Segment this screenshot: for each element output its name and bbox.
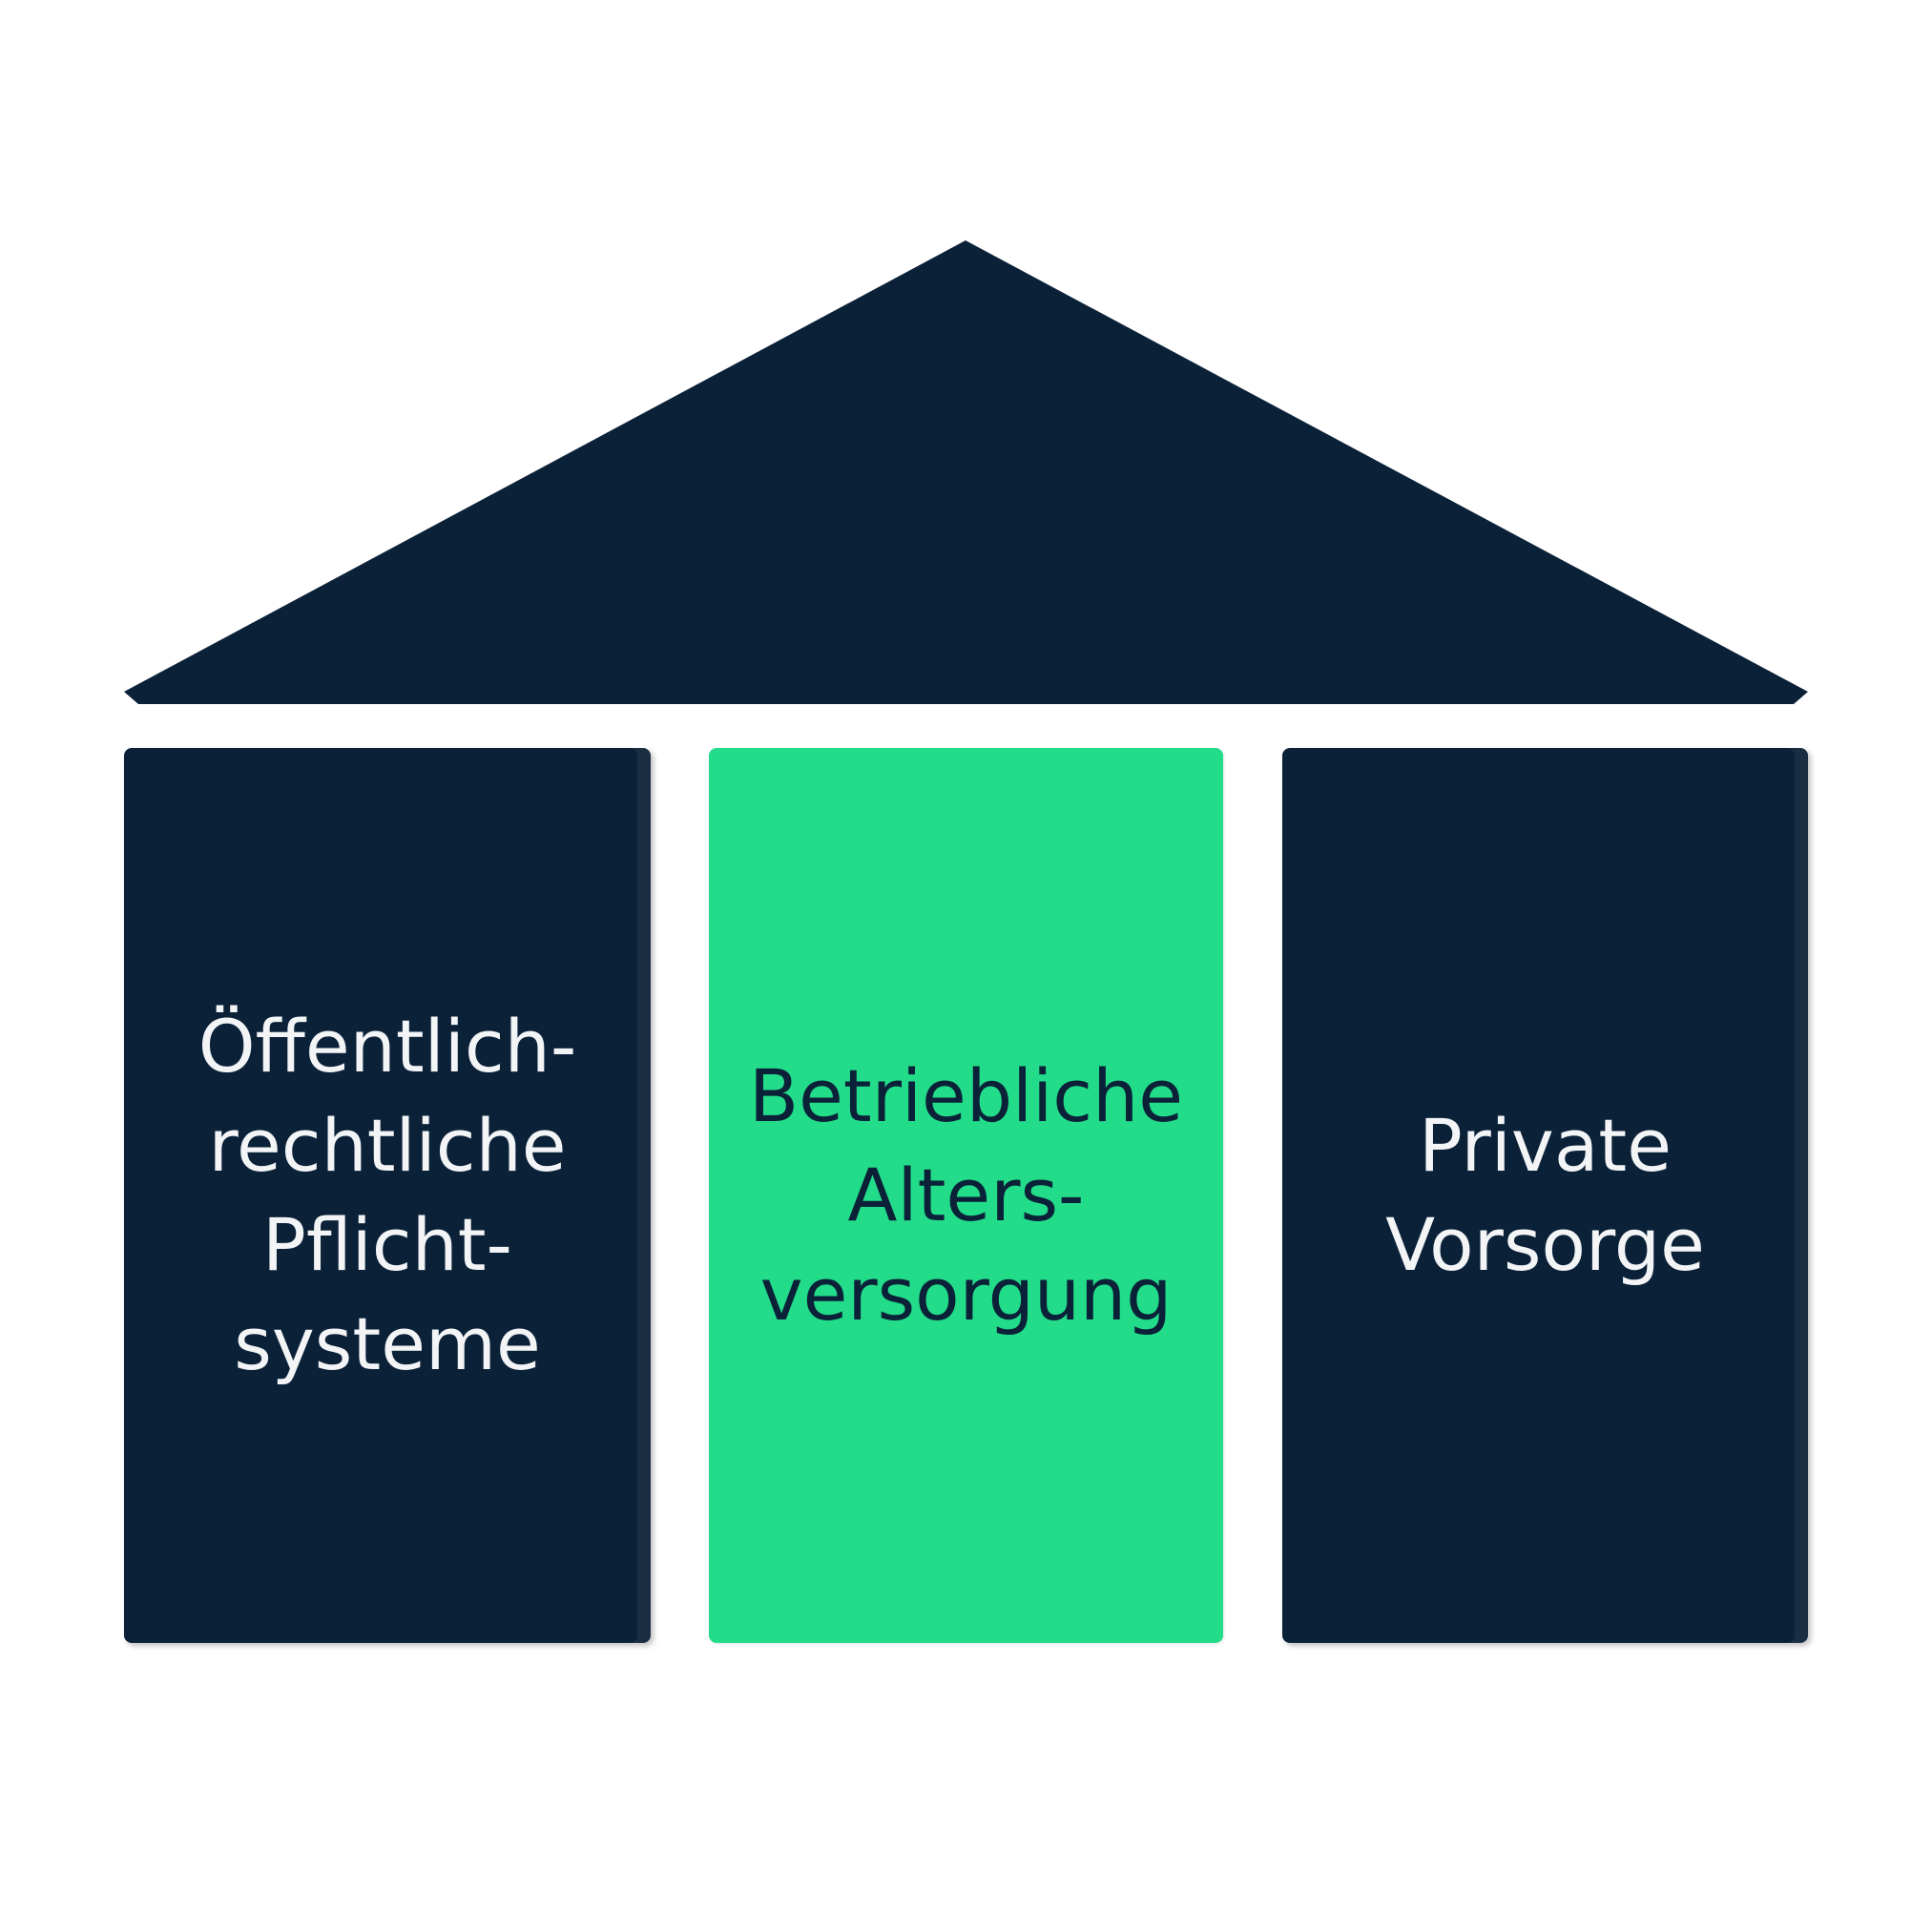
pillar-occupational-pension-line-2: Alters-: [847, 1153, 1085, 1237]
pillar-private-pension: Private Vorsorge: [1282, 748, 1808, 1643]
pillar-occupational-pension: Betriebliche Alters- versorgung: [709, 748, 1223, 1643]
pillar-occupational-pension-line-1: Betriebliche: [749, 1053, 1183, 1138]
pillar-public-pension-line-1: Öffentlich-: [197, 1004, 577, 1089]
pillar-public-pension: Öffentlich- rechtliche Pflicht- systeme: [124, 748, 651, 1643]
pillar-occupational-pension-line-3: versorgung: [759, 1252, 1173, 1337]
pillar-private-pension-line-2: Vorsorge: [1385, 1202, 1705, 1287]
pillar-public-pension-line-3: Pflicht-: [261, 1202, 512, 1287]
pillar-public-pension-label: Öffentlich- rechtliche Pflicht- systeme: [198, 997, 577, 1394]
pillar-private-pension-line-1: Private: [1419, 1103, 1672, 1188]
pillar-private-pension-label: Private Vorsorge: [1385, 1096, 1705, 1295]
pillar-public-pension-line-2: rechtliche: [208, 1103, 567, 1188]
pillar-public-pension-line-4: systeme: [234, 1301, 541, 1386]
roof-shape: [124, 240, 1808, 704]
pillar-occupational-pension-label: Betriebliche Alters- versorgung: [749, 1047, 1183, 1344]
